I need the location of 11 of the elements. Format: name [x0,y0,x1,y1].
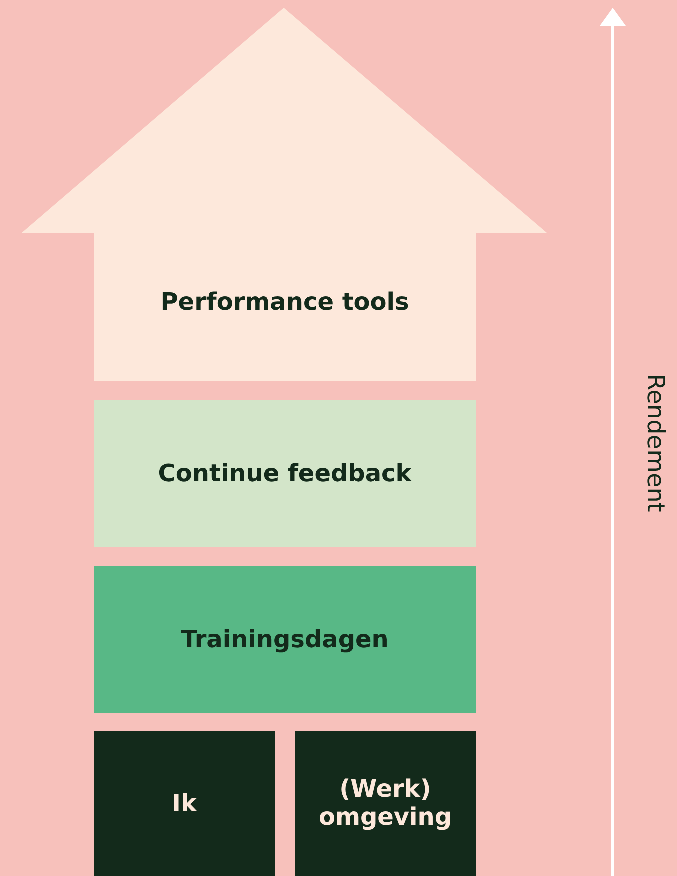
block-label: Continue feedback [157,459,413,488]
block-label: (Werk) omgeving [318,774,454,832]
layer-block [295,731,476,876]
layer-block [94,731,275,876]
block-label: Performance tools [160,288,410,317]
block-label: Trainingsdagen [180,625,390,654]
house-shape [22,8,547,381]
axis-label: Rendement [642,374,670,512]
layer-block [94,400,476,547]
layer-block [94,566,476,713]
block-label: Ik [171,789,198,818]
